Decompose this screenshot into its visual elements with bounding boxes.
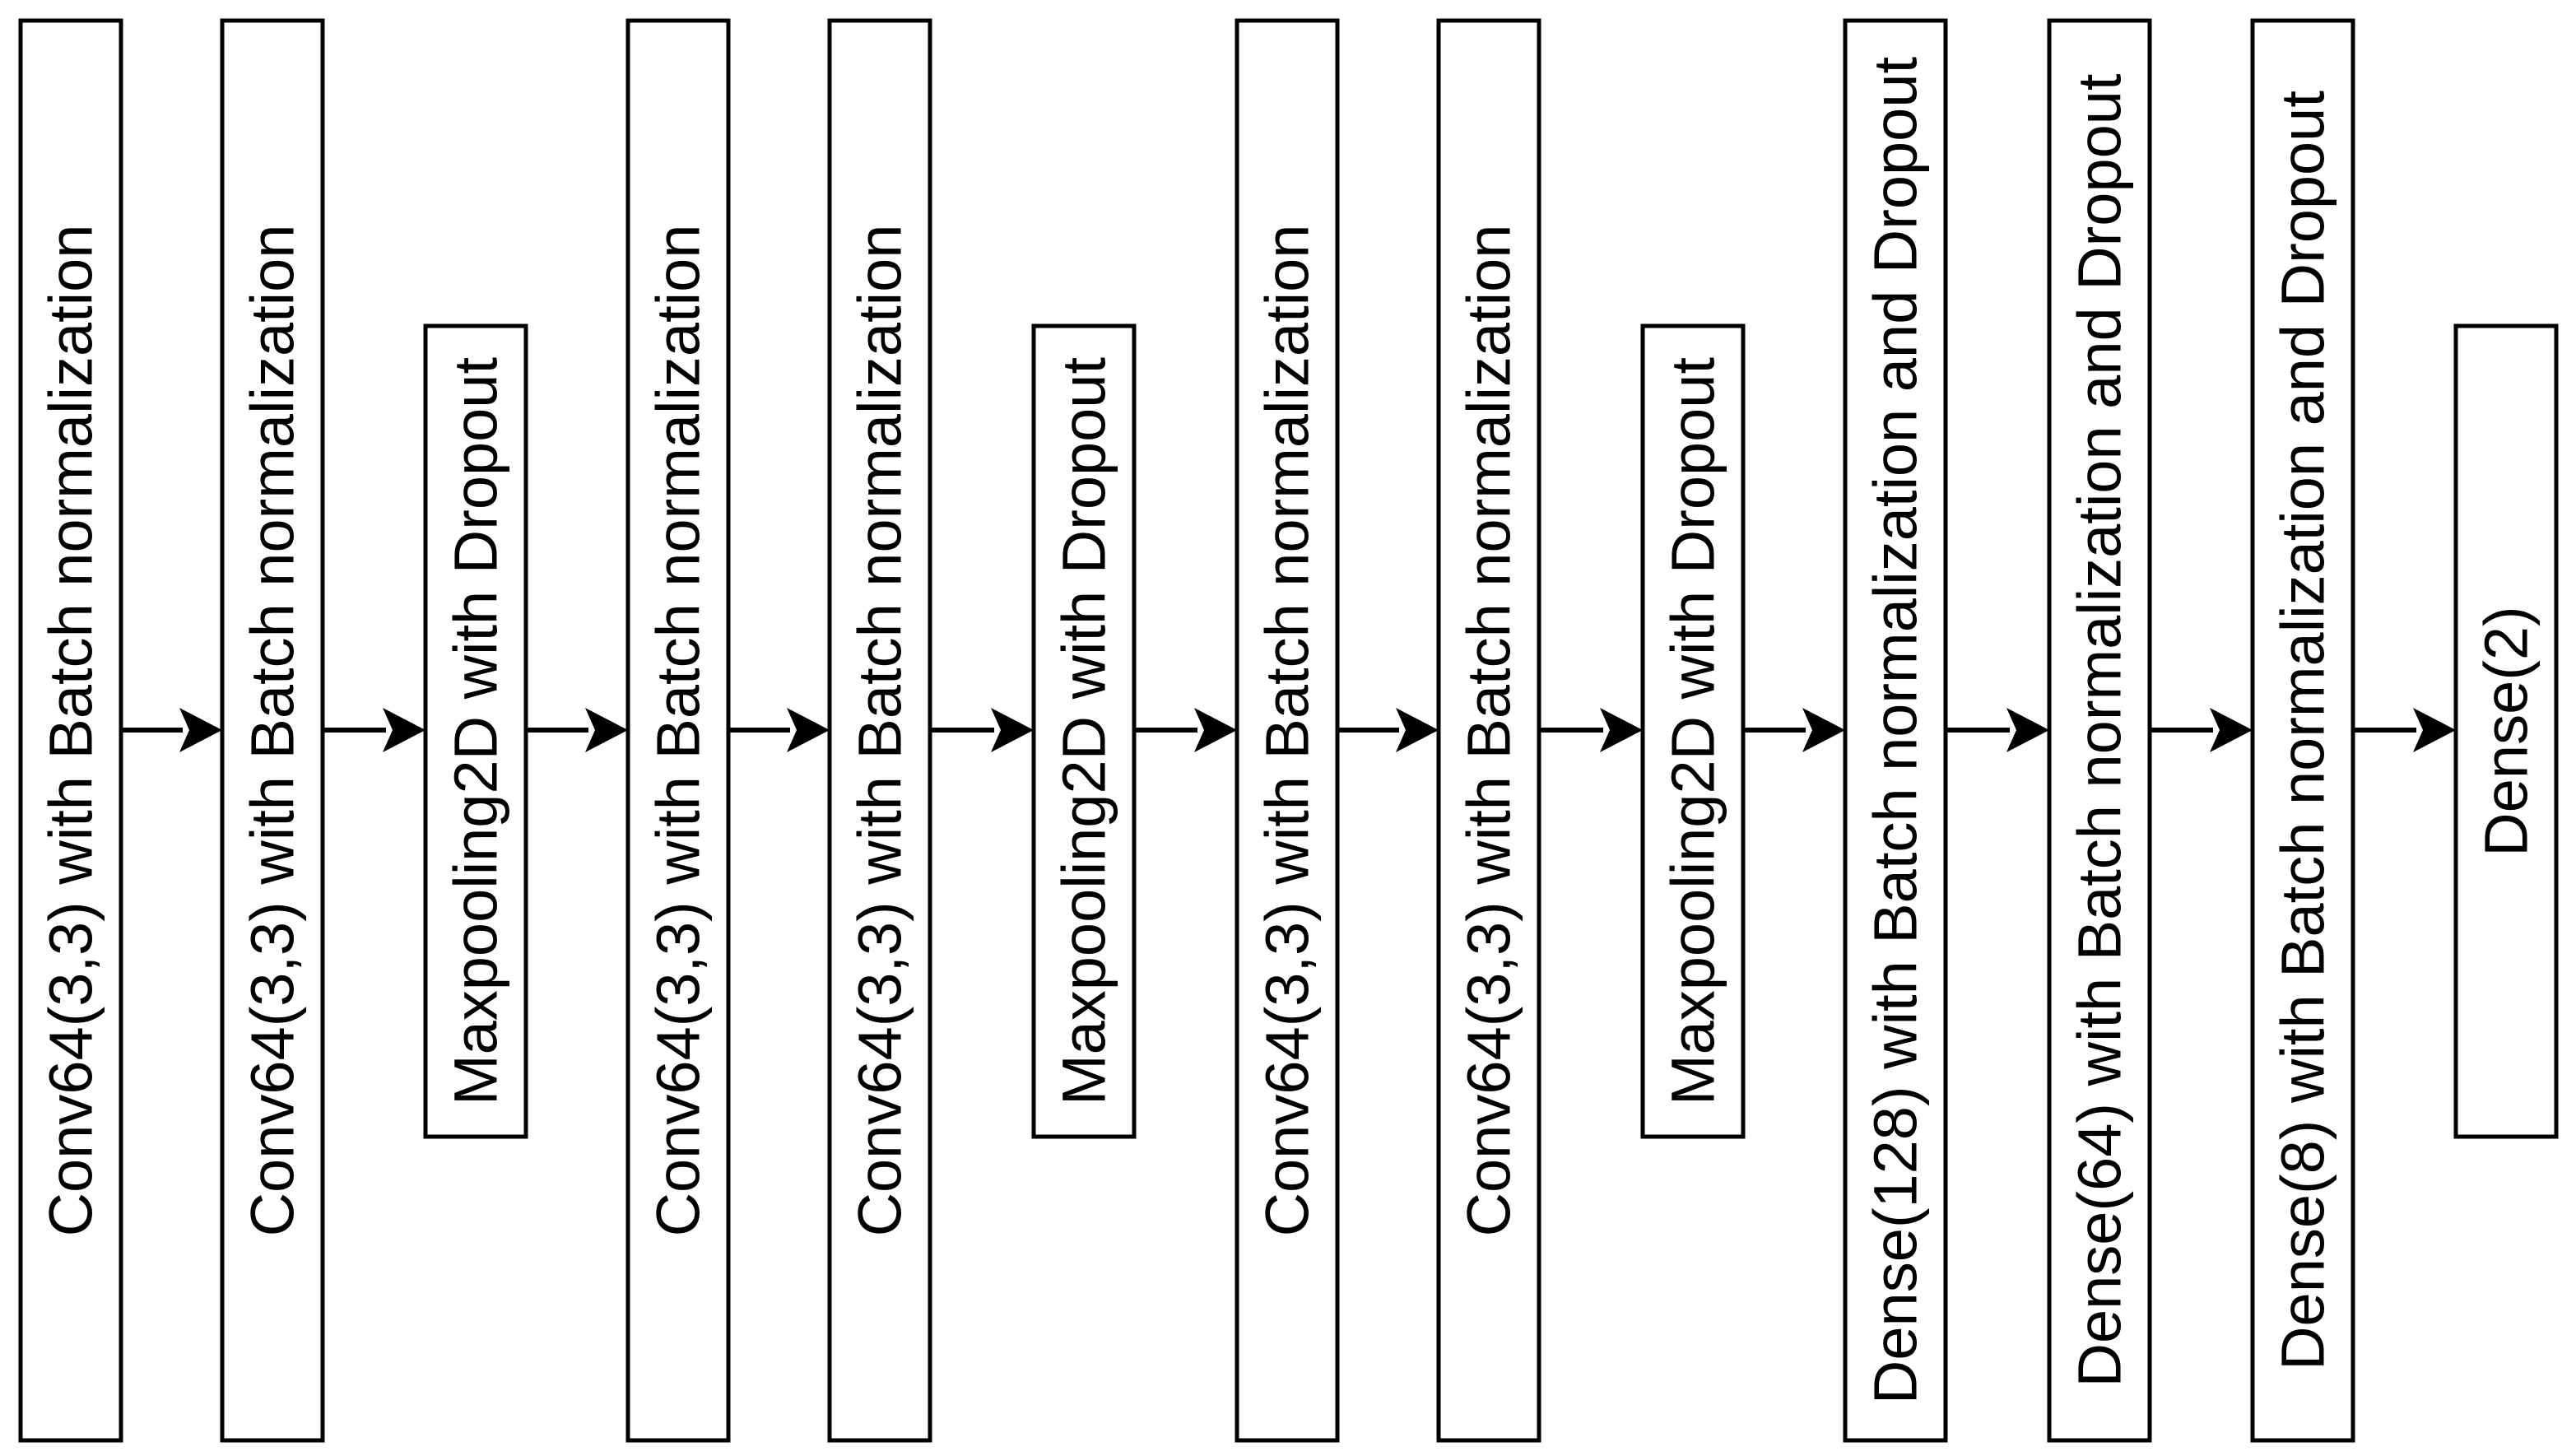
- layer-box-frame: [1843, 18, 1948, 1443]
- arrowhead-icon: [1802, 708, 1845, 752]
- layer-box-frame: [18, 18, 123, 1443]
- arrow-connector: [1337, 708, 1439, 752]
- arrow-connector: [930, 708, 1034, 752]
- layer-box-4: Conv64(3,3) with Batch normalization: [625, 18, 731, 1443]
- layer-box-8: Conv64(3,3) with Batch normalization: [1436, 18, 1541, 1443]
- layer-box-frame: [2453, 323, 2559, 1139]
- layer-label-conv: Conv64(3,3) with Batch normalization: [1253, 225, 1322, 1237]
- arrowhead-icon: [585, 708, 628, 752]
- layer-box-11: Dense(64) with Batch normalization and D…: [2047, 18, 2152, 1443]
- layer-label-pool: Maxpooling2D with Dropout: [1659, 357, 1727, 1105]
- layer-box-13: Dense(2): [2453, 323, 2559, 1139]
- layer-box-5: Conv64(3,3) with Batch normalization: [827, 18, 932, 1443]
- layer-box-frame: [220, 18, 325, 1443]
- arrowhead-icon: [383, 708, 425, 752]
- layer-boxes: Conv64(3,3) with Batch normalization Conv…: [18, 18, 2559, 1443]
- arrowhead-icon: [2210, 708, 2253, 752]
- arrowhead-icon: [1600, 708, 1643, 752]
- layer-label-conv: Conv64(3,3) with Batch normalization: [1455, 225, 1523, 1237]
- arrowhead-icon: [787, 708, 830, 752]
- layer-box-9: Maxpooling2D with Dropout: [1640, 323, 1746, 1139]
- layer-box-10: Dense(128) with Batch normalization and …: [1843, 18, 1948, 1443]
- arrow-connector: [526, 708, 628, 752]
- arrowhead-icon: [1396, 708, 1439, 752]
- layer-label-conv: Conv64(3,3) with Batch normalization: [239, 225, 307, 1237]
- layer-label-conv: Conv64(3,3) with Batch normalization: [37, 225, 105, 1237]
- layer-box-1: Conv64(3,3) with Batch normalization: [18, 18, 123, 1443]
- layer-label-dense: Dense(128) with Batch normalization and …: [1862, 57, 1930, 1405]
- arrow-connector: [121, 708, 222, 752]
- arrowhead-icon: [2413, 708, 2456, 752]
- arrow-connector: [1946, 708, 2049, 752]
- layer-label-conv: Conv64(3,3) with Batch normalization: [644, 225, 713, 1237]
- layer-label-dense: Dense(64) with Batch normalization and D…: [2066, 73, 2134, 1387]
- layer-label-pool: Maxpooling2D with Dropout: [1050, 357, 1118, 1105]
- layer-box-12: Dense(8) with Batch normalization and Dr…: [2250, 18, 2355, 1443]
- arrow-connector: [323, 708, 425, 752]
- arrow-connector: [1743, 708, 1845, 752]
- arrow-connector: [2150, 708, 2253, 752]
- layer-box-3: Maxpooling2D with Dropout: [423, 323, 528, 1139]
- arrowhead-icon: [1194, 708, 1237, 752]
- layer-label-output: Dense(2): [2472, 606, 2541, 856]
- layer-box-frame: [2047, 18, 2152, 1443]
- layer-box-frame: [423, 323, 528, 1139]
- connectors: [121, 708, 2456, 752]
- layer-label-conv: Conv64(3,3) with Batch normalization: [846, 225, 914, 1237]
- layer-box-frame: [625, 18, 731, 1443]
- arrowhead-icon: [2006, 708, 2049, 752]
- layer-box-frame: [1640, 323, 1746, 1139]
- layer-label-dense: Dense(8) with Batch normalization and Dr…: [2269, 91, 2337, 1370]
- layer-box-7: Conv64(3,3) with Batch normalization: [1235, 18, 1340, 1443]
- layer-box-6: Maxpooling2D with Dropout: [1031, 323, 1137, 1139]
- layer-box-frame: [827, 18, 932, 1443]
- arrow-connector: [1539, 708, 1643, 752]
- arrowhead-icon: [179, 708, 222, 752]
- layer-box-frame: [1235, 18, 1340, 1443]
- arrow-connector: [728, 708, 830, 752]
- layer-label-pool: Maxpooling2D with Dropout: [442, 357, 510, 1105]
- layer-box-frame: [1031, 323, 1137, 1139]
- layer-box-frame: [2250, 18, 2355, 1443]
- layer-box-2: Conv64(3,3) with Batch normalization: [220, 18, 325, 1443]
- layer-box-frame: [1436, 18, 1541, 1443]
- arrow-connector: [1134, 708, 1237, 752]
- arrow-connector: [2353, 708, 2456, 752]
- arrowhead-icon: [991, 708, 1034, 752]
